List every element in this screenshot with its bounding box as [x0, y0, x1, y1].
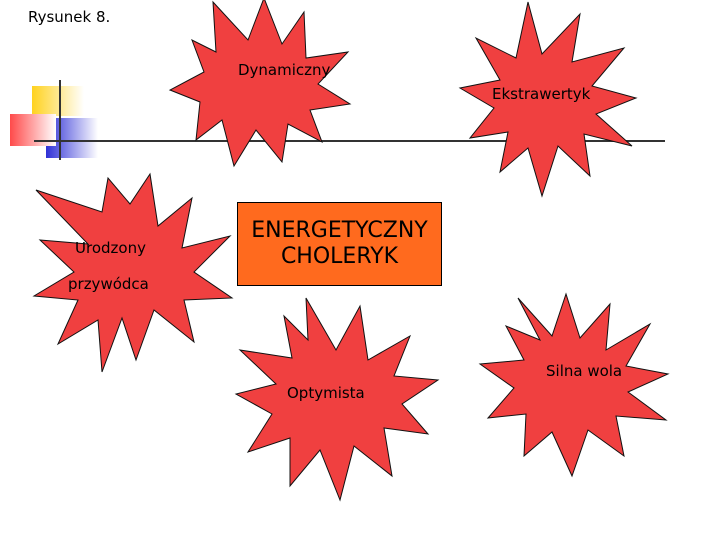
- center-title-line2: CHOLERYK: [280, 244, 399, 269]
- burst-optymista: [234, 297, 440, 502]
- decorative-blocks: [10, 80, 130, 160]
- center-title-line1: ENERGETYCZNY: [251, 218, 428, 243]
- trait-silna-wola: Silna wola: [546, 362, 623, 380]
- yellow-block: [32, 86, 84, 116]
- trait-urodzony: Urodzony: [75, 239, 146, 257]
- burst-silna-wola: [478, 292, 670, 478]
- center-temperament-box: ENERGETYCZNY CHOLERYK: [237, 202, 442, 286]
- burst-urodzony-przywodca: [32, 172, 234, 373]
- trait-dynamiczny: Dynamiczny: [238, 61, 331, 79]
- trait-ekstrawertyk: Ekstrawertyk: [492, 85, 591, 103]
- burst-dynamiczny: [168, 0, 352, 168]
- burst-ekstrawertyk: [458, 1, 638, 198]
- trait-optymista: Optymista: [287, 384, 365, 402]
- figure-caption: Rysunek 8.: [28, 8, 111, 26]
- trait-przywodca: przywódca: [68, 275, 149, 293]
